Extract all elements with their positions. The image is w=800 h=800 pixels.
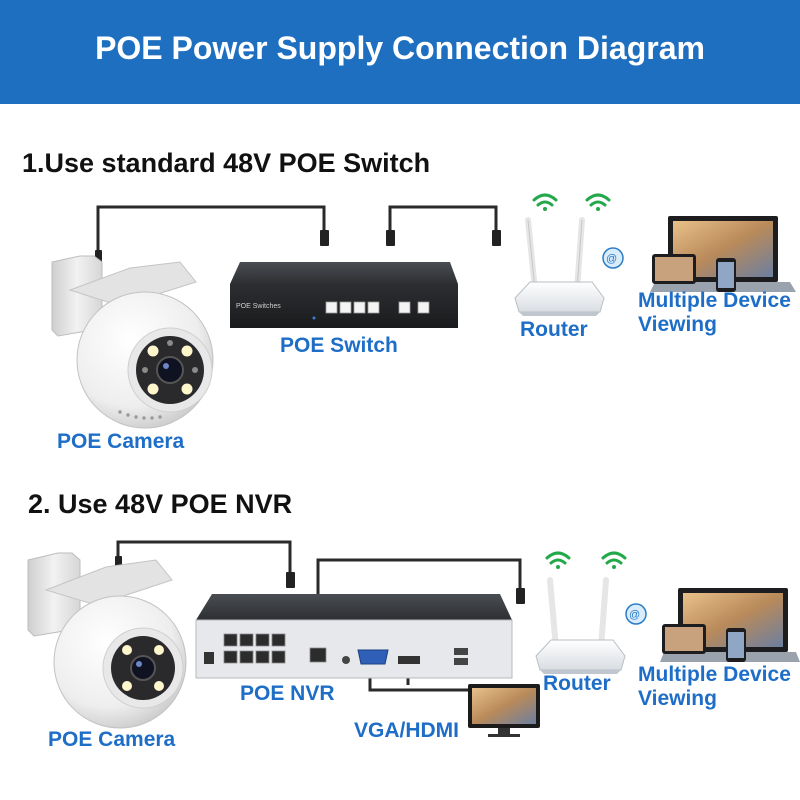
svg-text:@: @	[629, 609, 640, 621]
tablet-icon	[662, 624, 706, 654]
nvr-label: POE NVR	[240, 682, 335, 705]
devices-label-line2: Viewing	[638, 313, 717, 336]
devices-label-line2: Viewing	[638, 687, 717, 710]
cable-icon	[96, 205, 498, 262]
globe-icon: @	[602, 247, 624, 269]
phone-icon	[716, 258, 736, 292]
wifi-icon	[545, 551, 627, 565]
poe-switch-icon: POE Switches	[230, 262, 458, 328]
header-banner: POE Power Supply Connection Diagram	[0, 0, 800, 104]
router-icon	[514, 217, 605, 316]
ptz-camera-icon	[27, 552, 187, 729]
ptz-camera-icon	[51, 255, 214, 429]
section-2-title: 2. Use 48V POE NVR	[28, 489, 293, 519]
phone-icon	[726, 628, 746, 662]
nvr-icon	[195, 594, 513, 679]
devices-label-line1: Multiple Device	[638, 663, 791, 686]
router-icon	[535, 577, 626, 674]
switch-label: POE Switch	[280, 334, 398, 357]
section-1-title: 1.Use standard 48V POE Switch	[22, 148, 431, 178]
wifi-icon	[532, 193, 611, 207]
tablet-icon	[652, 254, 696, 284]
devices-label-line1: Multiple Device	[638, 289, 791, 312]
camera-label: POE Camera	[57, 430, 185, 453]
router-label: Router	[520, 318, 588, 341]
monitor-icon	[468, 684, 540, 737]
globe-icon: @	[625, 603, 647, 625]
svg-text:POE Switches: POE Switches	[236, 303, 281, 310]
svg-text:@: @	[606, 253, 617, 265]
display-label: VGA/HDMI	[354, 719, 459, 742]
router-label: Router	[543, 672, 611, 695]
page-title: POE Power Supply Connection Diagram	[95, 30, 705, 66]
camera-label: POE Camera	[48, 728, 176, 751]
